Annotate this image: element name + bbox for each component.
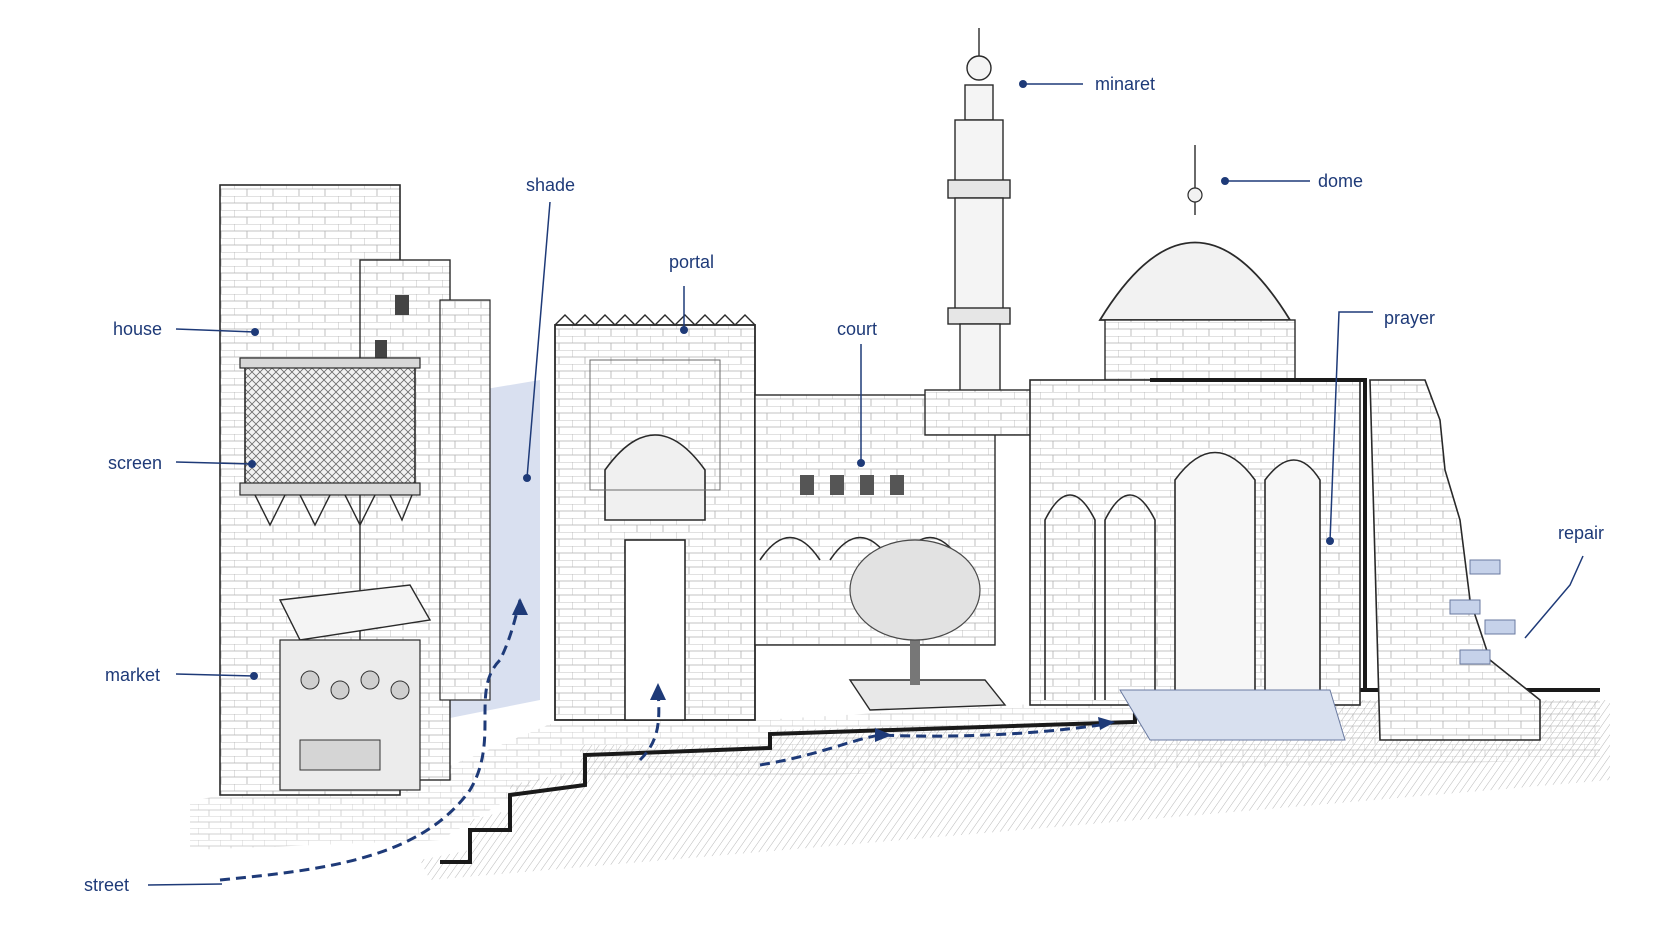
market-stall: [278, 584, 432, 791]
house-building: [219, 184, 491, 796]
arrow-court: [875, 728, 892, 742]
minaret: [924, 28, 1036, 436]
court-arcade: [754, 394, 1007, 711]
mashrabiya-screen: [239, 357, 421, 527]
label-portal: portal: [669, 252, 714, 272]
arrow-portal: [650, 683, 666, 700]
portal: [554, 314, 756, 721]
label-dome: dome: [1318, 171, 1363, 191]
leader-lines: [147, 83, 1584, 886]
label-minaret: minaret: [1095, 74, 1155, 94]
arrow-prayer: [1098, 717, 1115, 730]
circulation-route: [219, 598, 1115, 882]
label-street: street: [84, 875, 129, 895]
repair-wall: [1369, 379, 1541, 741]
label-screen: screen: [108, 453, 162, 473]
arrow-street: [512, 598, 528, 615]
leader-dots: [248, 80, 1334, 680]
prayer-hall-cut: [1150, 378, 1367, 690]
label-house: house: [113, 319, 162, 339]
label-market: market: [105, 665, 160, 685]
label-court: court: [837, 319, 877, 339]
label-shade: shade: [526, 175, 575, 195]
label-prayer: prayer: [1384, 308, 1435, 328]
label-repair: repair: [1558, 523, 1604, 543]
prayer-hall: [1029, 145, 1367, 741]
